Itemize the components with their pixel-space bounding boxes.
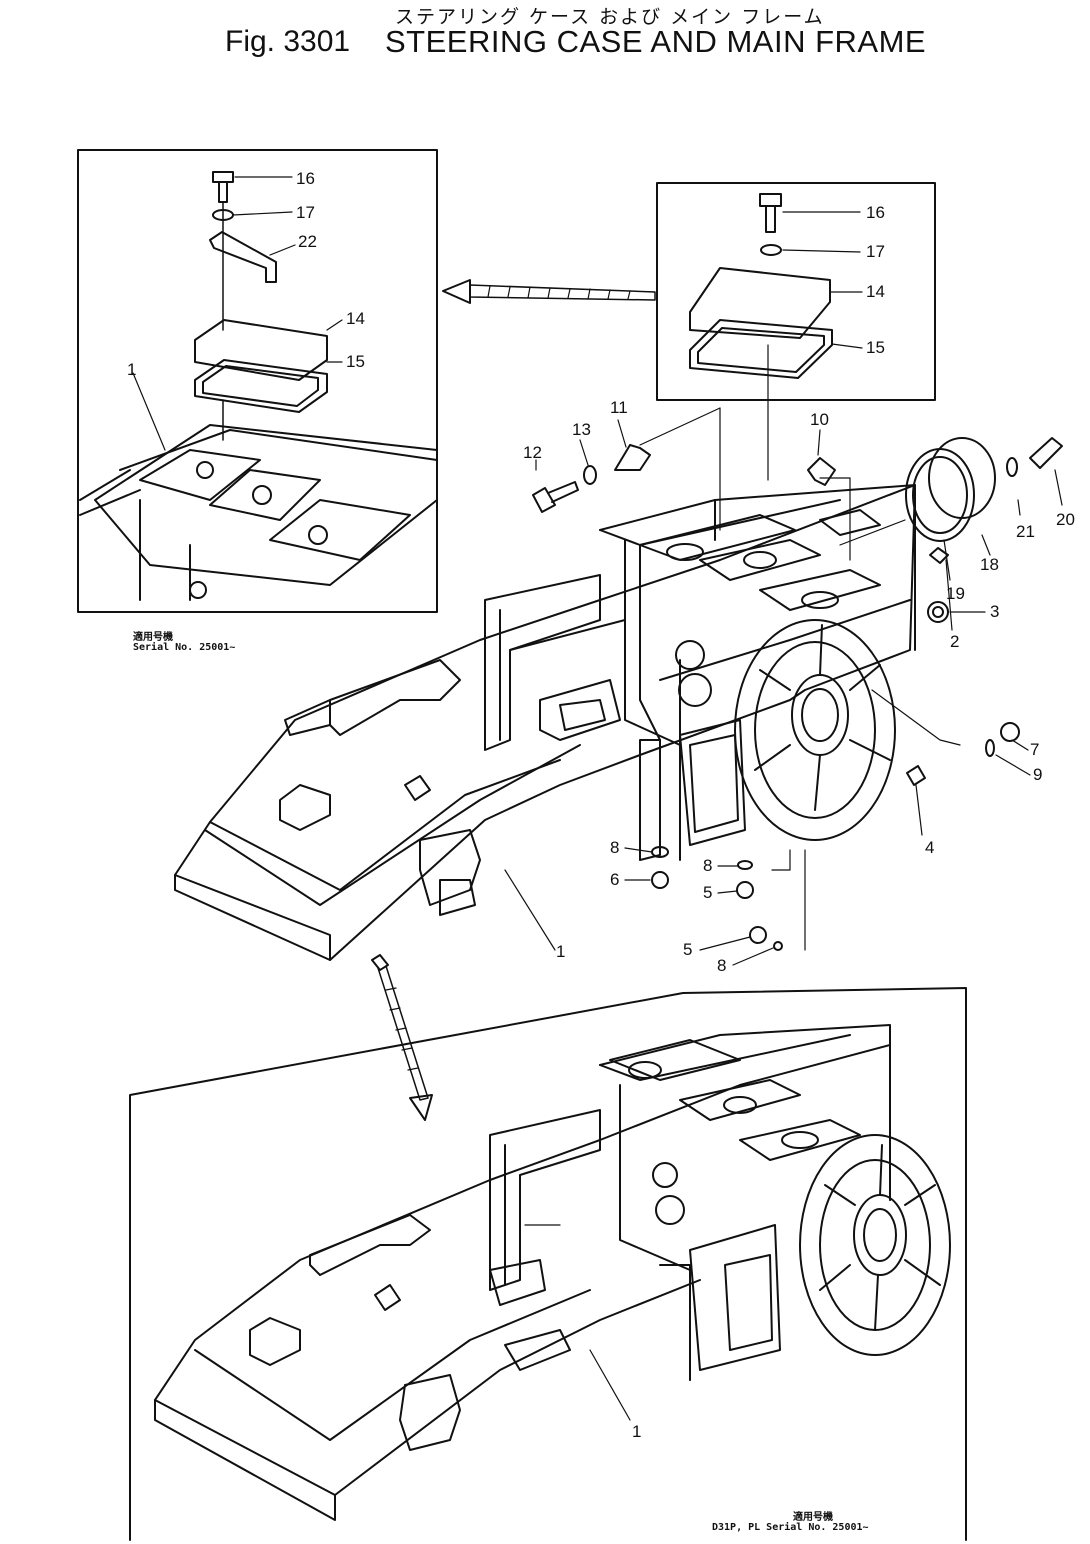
callout-label: 8 xyxy=(610,838,620,857)
callout-label: 16 xyxy=(866,203,885,222)
callout-label: 22 xyxy=(298,232,317,251)
callout-label: 12 xyxy=(523,443,542,462)
callout-label: 14 xyxy=(866,282,885,301)
reference-arrow-bottom xyxy=(371,954,433,1121)
callout-label: 5 xyxy=(683,940,693,959)
callout-label: 15 xyxy=(346,352,365,371)
callout-label: 9 xyxy=(1033,765,1043,784)
main-frame-exploded xyxy=(174,407,961,961)
callout-label: 20 xyxy=(1056,510,1075,529)
callout-label: 18 xyxy=(980,555,999,574)
callout-label: 4 xyxy=(925,838,935,857)
small-parts xyxy=(532,419,1063,966)
serial-caption-top: Serial No. 25001~ xyxy=(133,642,236,653)
callout-label: 17 xyxy=(866,242,885,261)
callout-label: 21 xyxy=(1016,522,1035,541)
callout-label: 11 xyxy=(610,398,628,417)
callout-label: 1 xyxy=(632,1422,642,1441)
callout-label: 8 xyxy=(717,956,727,975)
callout-label: 8 xyxy=(703,856,713,875)
serial-caption-top-jp: 適用号機 xyxy=(133,632,173,643)
callout-label: 15 xyxy=(866,338,885,357)
callout-label: 7 xyxy=(1030,740,1040,759)
callout-label: 5 xyxy=(703,883,713,902)
figure-number: Fig. 3301 xyxy=(225,25,351,58)
callout-label: 16 xyxy=(296,169,315,188)
callout-label: 1 xyxy=(556,942,566,961)
serial-caption-bottom-jp: 適用号機 xyxy=(793,1512,833,1523)
callout-label: 1 xyxy=(127,360,137,379)
figure-title: STEERING CASE AND MAIN FRAME xyxy=(385,24,927,59)
callout-label: 6 xyxy=(610,870,620,889)
inset-bottom xyxy=(129,987,967,1541)
callout-label: 14 xyxy=(346,309,365,328)
callout-label: 13 xyxy=(572,420,591,439)
callout-label: 19 xyxy=(946,584,965,603)
callout-label: 10 xyxy=(810,410,829,429)
reference-arrow-top xyxy=(442,279,656,304)
serial-caption-bottom: D31P, PL Serial No. 25001~ xyxy=(712,1522,869,1533)
inset-top-right xyxy=(656,182,936,481)
title-japanese: ステアリング ケース および メイン フレーム xyxy=(395,6,825,28)
callout-label: 3 xyxy=(990,602,1000,621)
callout-label: 2 xyxy=(950,632,960,651)
callout-label: 17 xyxy=(296,203,315,222)
inset-top-left xyxy=(77,149,438,613)
